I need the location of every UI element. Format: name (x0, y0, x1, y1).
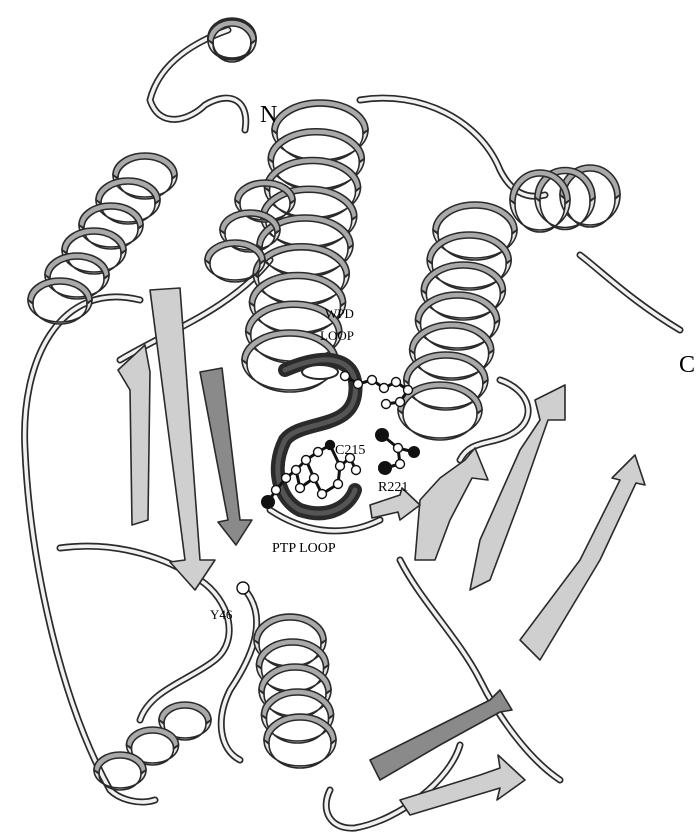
n-terminus-label: N (260, 102, 277, 128)
beta-strand-left-1 (150, 288, 215, 590)
atom-light (396, 460, 405, 469)
atom-dark (378, 461, 392, 475)
atom-light (296, 484, 305, 493)
atom-light (334, 480, 343, 489)
atom-light (272, 486, 281, 495)
atom-dark (325, 440, 335, 450)
atom-dark (375, 428, 389, 442)
helix-lower-left (94, 702, 211, 790)
beta-strand-bottom-1 (370, 690, 512, 780)
c-terminus-label: C (679, 352, 695, 378)
ptp-loop-label: PTP LOOP (272, 541, 336, 556)
atom-light (392, 378, 401, 387)
beta-strand-left-3 (118, 345, 150, 525)
helix-central-tall (242, 100, 368, 392)
atom-light (302, 456, 311, 465)
atom-light (394, 444, 403, 453)
atom-light (336, 462, 345, 471)
atom-light (310, 474, 319, 483)
helix-lower-middle (254, 614, 336, 768)
atom-light (404, 386, 413, 395)
beta-strand-left-2 (200, 368, 252, 545)
helix-layer (28, 18, 620, 790)
atom-light (341, 372, 350, 381)
helix-turn-back (264, 714, 336, 743)
y46-label: Y46 (210, 607, 233, 622)
beta-strand-right-2 (470, 385, 565, 590)
c215-label: C215 (335, 443, 365, 458)
atom-light (352, 466, 361, 475)
ptp-loop-hole (302, 365, 338, 379)
atom-light (318, 490, 327, 499)
atom-light (368, 376, 377, 385)
helix-turn-front (398, 410, 482, 440)
atom-light (382, 400, 391, 409)
wpd-loop-label-line1: WPD (325, 306, 354, 321)
helix-right-tall (398, 202, 517, 440)
coil-layer (25, 30, 680, 828)
helix-n-terminal-top (208, 18, 256, 62)
helix-turn-back (205, 240, 265, 263)
atom-dark (408, 446, 420, 458)
atom-light (314, 448, 323, 457)
helix-turn-front (264, 740, 336, 768)
helix-turn-back (127, 727, 179, 748)
beta-strand-right-1 (415, 448, 488, 560)
helix-turn-back (433, 202, 517, 233)
beta-strand-right-3 (520, 455, 645, 660)
atom-light (237, 582, 249, 594)
atom-light (396, 398, 405, 407)
atom-dark (261, 495, 275, 509)
r221-label: R221 (378, 480, 408, 495)
atom-light (282, 474, 291, 483)
helix-turn-back (159, 702, 211, 723)
helix-turn-back (113, 153, 177, 178)
beta-strand-bottom-2 (400, 755, 525, 815)
ptp-loop-ribbon (278, 360, 356, 513)
atom-light (380, 384, 389, 393)
helix-turn-front (208, 38, 256, 60)
wpd-loop-label-line2: LOOP (320, 328, 354, 343)
atom-light (292, 466, 301, 475)
atom-light (354, 380, 363, 389)
